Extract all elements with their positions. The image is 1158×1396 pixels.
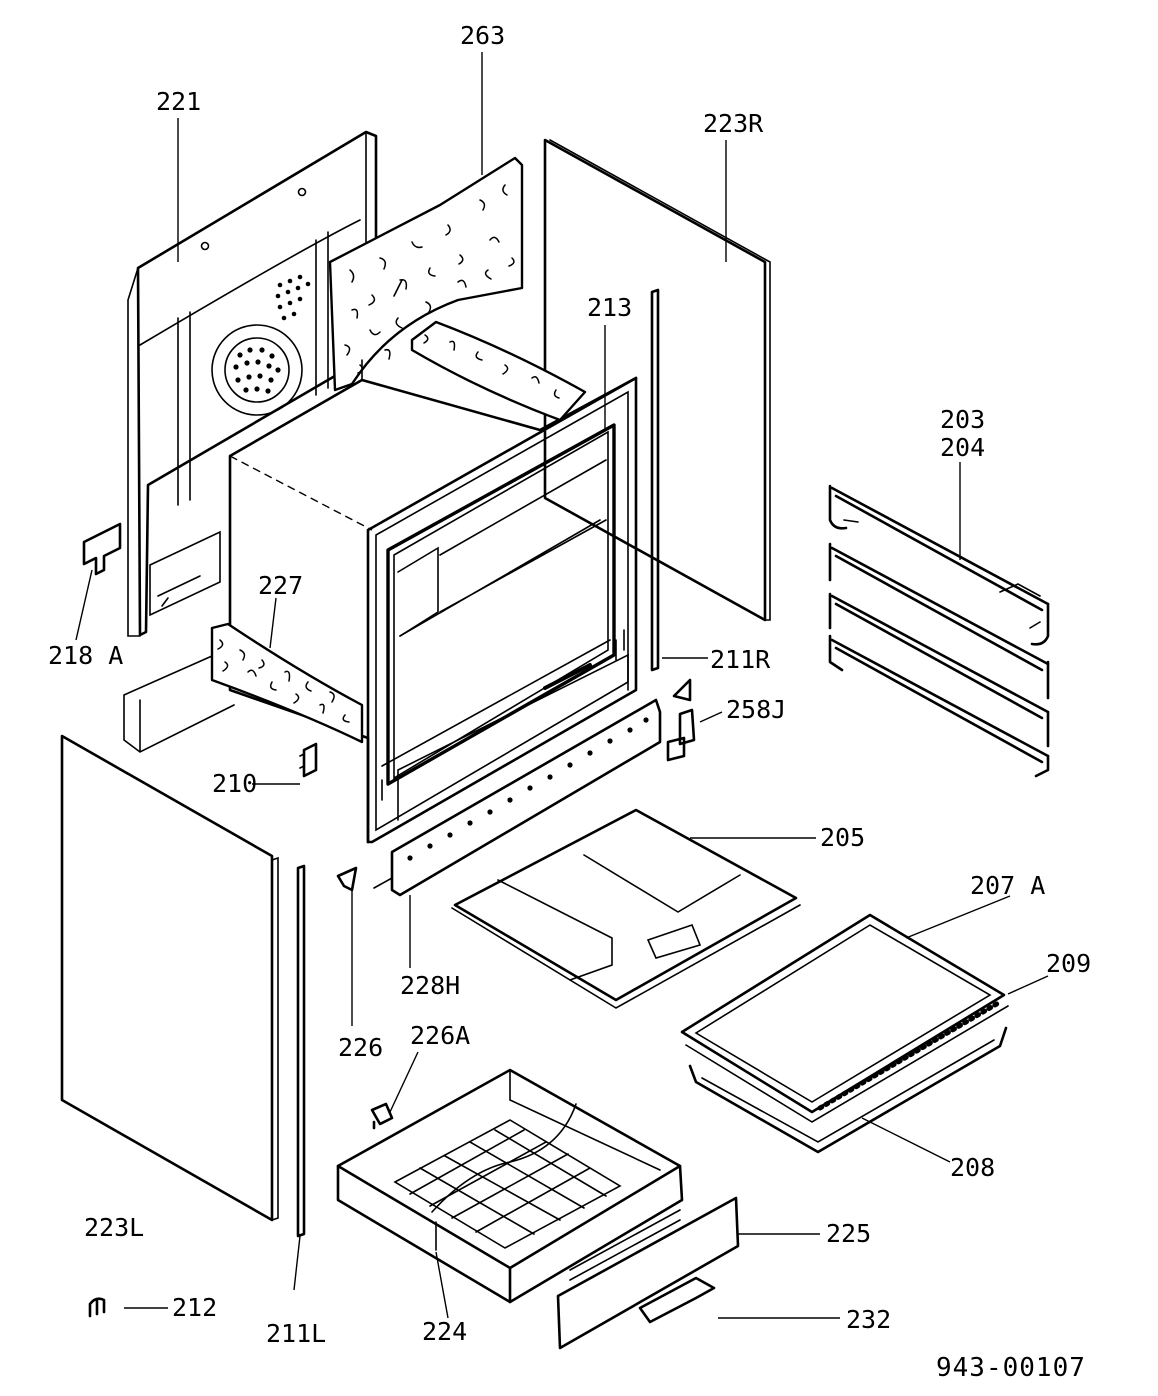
callout-218A: 218 A <box>48 641 123 670</box>
part-223L-left-side-panel <box>60 734 279 1222</box>
callout-227: 227 <box>258 571 303 600</box>
part-210-bracket <box>299 742 318 778</box>
callout-223R: 223R <box>703 109 764 138</box>
part-208-roasting-pan <box>688 1026 1008 1154</box>
part-211L-left-strip <box>296 864 306 1238</box>
callout-223L: 223L <box>84 1213 144 1242</box>
callout-213: 213 <box>587 293 632 322</box>
part-205-bottom-tray <box>451 808 801 1009</box>
part-203-204-shelf-rack <box>828 484 1050 778</box>
part-211R-right-strip <box>650 288 660 672</box>
part-227-lower-insulation <box>123 622 364 753</box>
callout-207A: 207 A <box>970 871 1045 900</box>
callout-258J: 258J <box>726 695 786 724</box>
part-263-upper-insulation <box>328 156 524 392</box>
callout-211L: 211L <box>266 1319 326 1348</box>
callout-211R: 211R <box>710 645 771 674</box>
part-232-drawer-runner <box>569 1209 716 1324</box>
callout-204: 204 <box>940 433 985 462</box>
callout-232: 232 <box>846 1305 891 1334</box>
part-224-storage-drawer <box>336 1068 684 1304</box>
part-226A-clip <box>370 1102 394 1130</box>
part-213-oven-cavity-frame <box>228 359 638 844</box>
drawing-code: 943-00107 <box>936 1353 1086 1383</box>
part-221-back-panel <box>127 130 378 637</box>
callout-208: 208 <box>950 1153 995 1182</box>
part-228H-front-rail <box>373 698 662 897</box>
callout-263: 263 <box>460 21 505 50</box>
callout-228H: 228H <box>400 971 460 1000</box>
callout-226: 226 <box>338 1033 383 1062</box>
callout-224: 224 <box>422 1317 467 1346</box>
callout-221: 221 <box>156 87 201 116</box>
part-218A-bracket <box>82 522 122 576</box>
callout-210: 210 <box>212 769 257 798</box>
part-258J-clip <box>666 678 696 762</box>
leader-lines <box>75 52 1049 1319</box>
callout-226A: 226A <box>410 1021 470 1050</box>
part-212-clip <box>88 1297 106 1318</box>
top-insulation <box>410 320 587 422</box>
callout-203: 203 <box>940 405 985 434</box>
callout-212: 212 <box>172 1293 217 1322</box>
part-207A-baking-tray <box>680 913 1006 1114</box>
part-225-drawer-front <box>556 1196 740 1350</box>
callout-225: 225 <box>826 1219 871 1248</box>
callout-labels: 263 221 223R 213 203 204 227 218 A 211R … <box>48 21 1091 1348</box>
callout-209: 209 <box>1046 949 1091 978</box>
part-226-clip <box>336 866 358 892</box>
callout-205: 205 <box>820 823 865 852</box>
part-209-grill-rack <box>685 999 1009 1123</box>
